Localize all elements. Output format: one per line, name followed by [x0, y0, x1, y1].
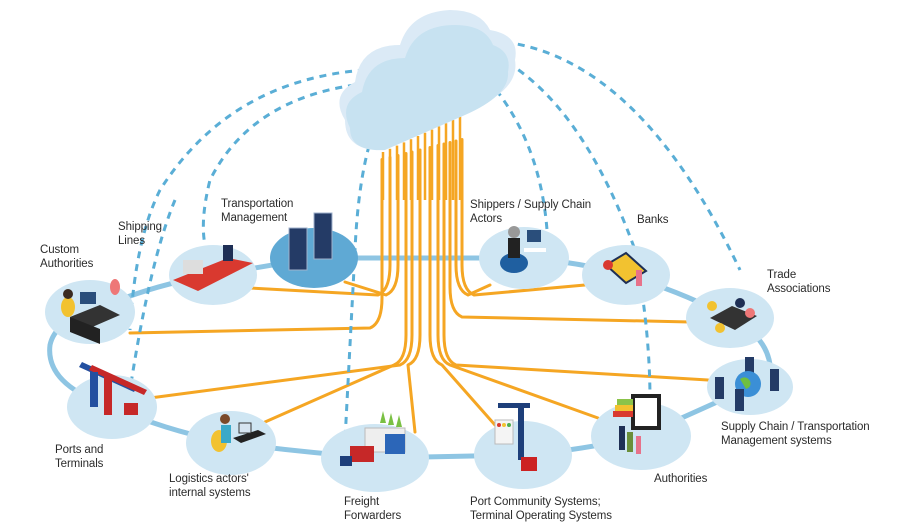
- label-trade-associations: Trade Associations: [767, 269, 831, 295]
- data-link-authorities: [436, 144, 600, 420]
- meeting-table-icon: [707, 298, 757, 333]
- data-link-transportation-management: [343, 154, 400, 297]
- node-banks: [582, 245, 670, 305]
- port-crane-icon: [79, 362, 147, 415]
- cloud-links: [128, 40, 742, 441]
- node-trade-associations: [686, 288, 774, 348]
- person-at-desk-icon: [211, 414, 266, 452]
- label-shippers: Shippers / Supply Chain Actors: [470, 199, 592, 225]
- cloud-hub: [339, 10, 516, 151]
- node-logistics-internal: [186, 411, 276, 475]
- data-link-shipping-lines: [248, 156, 392, 297]
- node-scm-systems: [707, 357, 793, 415]
- label-scm-systems: Supply Chain / Transportation Management…: [721, 421, 870, 447]
- customs-officer-desk-icon: [61, 279, 120, 344]
- label-transportation-management: Transportation Management: [221, 198, 294, 224]
- data-link-freight-forwarders: [406, 148, 422, 434]
- data-link-custom-authorities: [128, 158, 384, 335]
- server-towers-icon: [288, 212, 333, 271]
- data-link-trade-associations: [448, 141, 692, 324]
- label-custom-authorities: Custom Authorities: [40, 244, 94, 270]
- data-link-shippers: [454, 139, 492, 297]
- node-custom-authorities: [45, 279, 135, 344]
- cloud-link-custom-authorities: [128, 68, 366, 331]
- node-ports-terminals: [67, 362, 157, 439]
- label-freight-forwarders: Freight Forwarders: [344, 496, 402, 522]
- cloud-link-shippers: [486, 79, 549, 231]
- node-shippers: [479, 226, 569, 289]
- government-monitor-icon: [613, 394, 661, 454]
- nodes: [45, 212, 793, 492]
- label-shipping-lines: Shipping Lines: [118, 221, 162, 247]
- globe-servers-icon: [715, 357, 779, 411]
- truck-warehouse-icon: [340, 411, 406, 466]
- node-freight-forwarders: [321, 411, 429, 492]
- cloud-link-banks-authorities: [459, 40, 652, 401]
- data-links: [128, 116, 710, 434]
- cloud-link-ports-terminals: [128, 199, 177, 391]
- node-pcs-tos: [474, 403, 572, 489]
- gantry-crane-containers-icon: [494, 403, 537, 471]
- cargo-ship-icon: [173, 245, 253, 291]
- label-pcs-tos: Port Community Systems; Terminal Operati…: [470, 496, 612, 522]
- cloud-link-shipping-lines: [201, 83, 356, 246]
- data-link-pcs-tos: [428, 146, 497, 427]
- label-authorities: Authorities: [654, 473, 708, 485]
- cloud-icon: [346, 25, 509, 151]
- data-link-scm-systems: [442, 142, 710, 382]
- node-shipping-lines: [169, 245, 257, 305]
- data-link-ports-terminals: [148, 150, 414, 400]
- node-authorities: [591, 394, 691, 470]
- cloud-link-trade-associations: [504, 40, 742, 271]
- node-transportation-management: [270, 212, 358, 288]
- laptop-finance-icon: [603, 251, 648, 286]
- data-link-banks: [460, 138, 587, 297]
- person-at-computer-icon: [500, 226, 546, 273]
- label-ports-terminals: Ports and Terminals: [55, 444, 104, 470]
- label-banks: Banks: [637, 214, 669, 226]
- label-logistics-internal: Logistics actors' internal systems: [169, 473, 251, 499]
